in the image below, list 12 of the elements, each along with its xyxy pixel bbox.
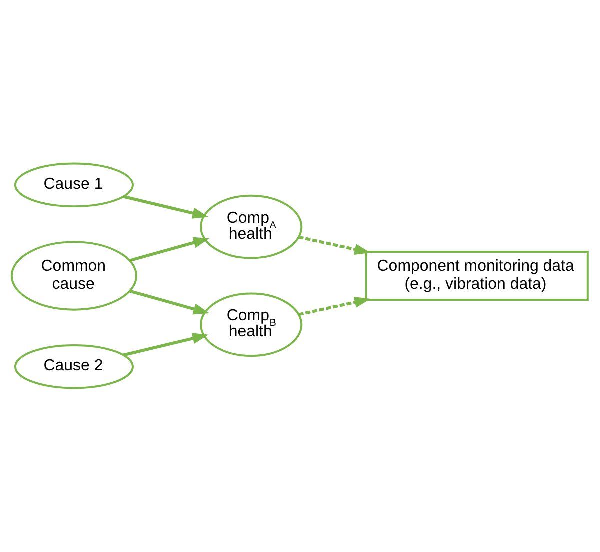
- node-ellipse: Cause 2: [14, 344, 134, 390]
- arrow: [123, 195, 209, 219]
- arrow: [298, 296, 371, 316]
- node-ellipse: Common cause: [10, 241, 138, 311]
- arrow: [298, 236, 371, 256]
- node-box: Component monitoring data (e.g., vibration data): [365, 251, 589, 301]
- arrow: [123, 333, 209, 357]
- arrow: [130, 237, 210, 262]
- node-ellipse: Comp$_{B}$ health: [200, 292, 303, 358]
- node-ellipse: Comp$_{A}$ health: [200, 194, 303, 260]
- node-ellipse: Cause 1: [14, 162, 134, 208]
- arrow: [130, 290, 210, 315]
